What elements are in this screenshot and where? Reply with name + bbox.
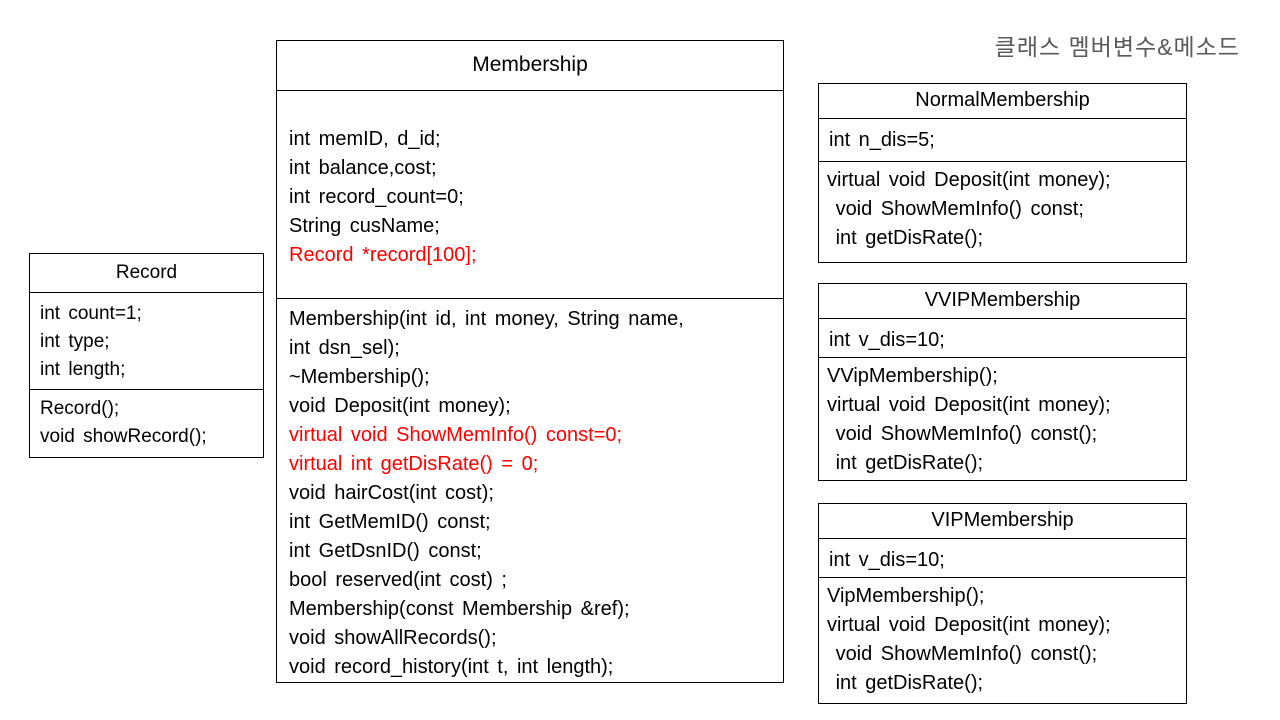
class-box-record: Record int count=1; int type; int length… — [29, 253, 264, 458]
method-line: int GetMemID() const; — [289, 511, 491, 533]
method-line: ~Membership(); — [289, 366, 430, 388]
attribute-line: int n_dis=5; — [829, 129, 935, 151]
method-line: void hairCost(int cost); — [289, 482, 494, 504]
method-line: int getDisRate(); — [827, 672, 984, 694]
method-line: virtual void Deposit(int money); — [827, 394, 1111, 416]
method-line: virtual void ShowMemInfo() const=0; — [289, 424, 623, 446]
vvip-methods-section: VVipMembership(); virtual void Deposit(i… — [819, 358, 1186, 480]
membership-methods-section: Membership(int id, int money, String nam… — [277, 299, 783, 682]
vvip-attributes-section: int v_dis=10; — [819, 319, 1186, 358]
method-line: int dsn_sel); — [289, 337, 400, 359]
attribute-line: int v_dis=10; — [829, 329, 945, 351]
method-line: Membership(int id, int money, String nam… — [289, 308, 684, 330]
normal-methods-section: virtual void Deposit(int money); void Sh… — [819, 162, 1186, 262]
vip-attributes-section: int v_dis=10; — [819, 539, 1186, 578]
vip-methods-section: VipMembership(); virtual void Deposit(in… — [819, 578, 1186, 703]
record-attributes-section: int count=1; int type; int length; — [30, 293, 263, 390]
attribute-line: int length; — [40, 359, 126, 380]
method-line: int getDisRate(); — [827, 452, 984, 474]
method-line: void showAllRecords(); — [289, 627, 497, 649]
method-line: bool reserved(int cost) ; — [289, 569, 507, 591]
class-title-vipmembership: VIPMembership — [819, 504, 1186, 539]
method-line: virtual void Deposit(int money); — [827, 614, 1111, 636]
method-line: VVipMembership(); — [827, 365, 998, 387]
class-title-normalmembership: NormalMembership — [819, 84, 1186, 119]
normal-attributes-section: int n_dis=5; — [819, 119, 1186, 162]
method-line: void ShowMemInfo() const(); — [827, 643, 1098, 665]
attribute-line: int type; — [40, 331, 110, 352]
method-line: int getDisRate(); — [827, 227, 984, 249]
method-line: VipMembership(); — [827, 585, 985, 607]
attribute-line: int v_dis=10; — [829, 549, 945, 571]
class-box-vipmembership: VIPMembership int v_dis=10; VipMembershi… — [818, 503, 1187, 704]
attribute-line: int count=1; — [40, 303, 142, 324]
method-line: Record(); — [40, 398, 120, 419]
attribute-line: int memID, d_id; — [289, 128, 441, 150]
class-box-membership: Membership int memID, d_id; int balance,… — [276, 40, 784, 683]
method-line: void ShowMemInfo() const(); — [827, 423, 1098, 445]
attribute-line: Record *record[100]; — [289, 244, 477, 266]
method-line: virtual int getDisRate() = 0; — [289, 453, 539, 475]
method-line: Membership(const Membership &ref); — [289, 598, 630, 620]
class-title-membership: Membership — [277, 41, 783, 91]
method-line: void ShowMemInfo() const; — [827, 198, 1084, 220]
attribute-line: int balance,cost; — [289, 157, 437, 179]
method-line: int GetDsnID() const; — [289, 540, 482, 562]
method-line: void record_history(int t, int length); — [289, 656, 614, 678]
attribute-line: String cusName; — [289, 215, 440, 237]
class-title-record: Record — [30, 254, 263, 293]
slide-heading: 클래스 멤버변수&메소드 — [994, 34, 1240, 60]
method-line: virtual void Deposit(int money); — [827, 169, 1111, 191]
method-line: void showRecord(); — [40, 426, 207, 447]
method-line: void Deposit(int money); — [289, 395, 511, 417]
class-box-normalmembership: NormalMembership int n_dis=5; virtual vo… — [818, 83, 1187, 263]
record-methods-section: Record(); void showRecord(); — [30, 390, 263, 457]
class-box-vvipmembership: VVIPMembership int v_dis=10; VVipMembers… — [818, 283, 1187, 481]
membership-attributes-section: int memID, d_id; int balance,cost; int r… — [277, 91, 783, 299]
class-title-vvipmembership: VVIPMembership — [819, 284, 1186, 319]
attribute-line: int record_count=0; — [289, 186, 464, 208]
